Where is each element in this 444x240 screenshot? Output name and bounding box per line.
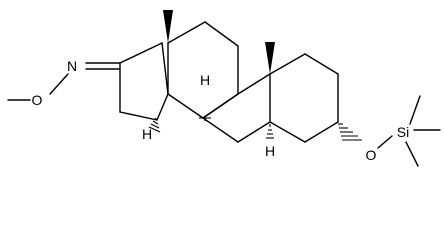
atom-n-label: N xyxy=(67,58,77,74)
d-ring-bonds xyxy=(119,42,169,121)
b-ring-bonds xyxy=(202,73,271,143)
bond-c6-c7 xyxy=(202,117,239,143)
tms-group xyxy=(377,95,441,167)
bond-c7-c8 xyxy=(202,93,239,119)
bond-c4-c5 xyxy=(269,121,306,143)
bond-n-o xyxy=(49,73,69,95)
bond-c1-c2 xyxy=(304,53,339,75)
bond-o-si xyxy=(377,135,393,149)
bond-c9-c10 xyxy=(237,73,271,95)
bond-c17-c13 xyxy=(161,42,169,95)
h-c14-hash xyxy=(148,117,161,133)
atom-o-ether-label: O xyxy=(366,147,377,163)
bond-c5-c6 xyxy=(237,121,271,143)
h-c5-hash xyxy=(266,124,274,139)
atom-o-oxime-label: O xyxy=(32,92,43,108)
atom-h-c5-label: H xyxy=(265,143,275,159)
bond-c8-c14 xyxy=(167,93,204,119)
c-ring-bonds xyxy=(167,21,239,119)
c19-methyl-wedge xyxy=(265,42,275,74)
bond-c16-c17 xyxy=(119,42,163,64)
atom-h-c9-label: H xyxy=(200,72,210,88)
a-ring-bonds xyxy=(269,53,339,143)
bond-c3-c4 xyxy=(304,121,339,143)
atom-h-c14-label: H xyxy=(142,126,152,142)
bond-c10-c1 xyxy=(269,53,306,75)
atom-si-label: Si xyxy=(397,124,409,140)
bond-c13-c12 xyxy=(167,21,206,44)
steroid-structure-diagram: N O O Si H H H xyxy=(7,10,441,167)
bond-si-methyl-top xyxy=(409,95,421,125)
oxime-group xyxy=(7,62,121,101)
h-c9-hash xyxy=(199,117,211,121)
bond-c14-c15 xyxy=(119,111,158,121)
bond-c12-c11 xyxy=(204,21,239,47)
c18-methyl-wedge xyxy=(163,10,173,43)
c3-o-hash xyxy=(338,123,362,141)
bond-si-methyl-bottom xyxy=(405,141,419,167)
bond-c13-c14 xyxy=(156,93,169,121)
